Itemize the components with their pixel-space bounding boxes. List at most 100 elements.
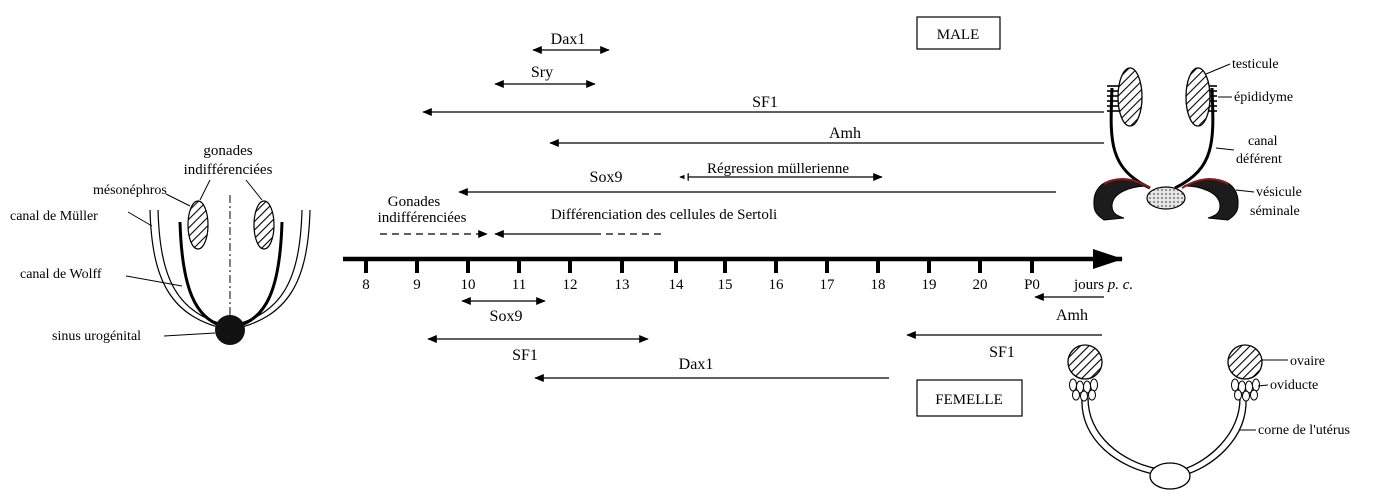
regression-label: Régression müllerienne	[707, 161, 849, 177]
sinus-label: sinus urogénital	[52, 329, 141, 344]
tick-label-12: 12	[563, 277, 578, 293]
oviducte-pointer	[1257, 384, 1269, 387]
undifferentiated-anatomy: gonades indifférenciées mésonéphros cana…	[10, 143, 311, 345]
tick-14: 14	[669, 259, 685, 293]
uterine-horn-right	[1183, 397, 1247, 476]
tick-16: 16	[769, 259, 785, 293]
female-dax1-label: Dax1	[679, 356, 714, 373]
tick-label-10: 10	[461, 277, 476, 293]
tick-label-20: 20	[973, 277, 988, 293]
muller-label: canal de Müller	[10, 209, 98, 224]
gonades-title-line2: indifférenciées	[184, 162, 273, 178]
gonades-pointer-left	[199, 179, 211, 201]
tick-label-17: 17	[820, 277, 836, 293]
tick-label-14: 14	[669, 277, 685, 293]
gonades-pointer-right	[245, 179, 263, 201]
testis-left	[1117, 67, 1143, 127]
epididyme-label: épididyme	[1234, 90, 1293, 105]
testicule-label: testicule	[1232, 57, 1279, 72]
muller-duct-left	[149, 209, 231, 331]
uterine-horn-right-inner	[1183, 397, 1241, 470]
red-duct-left	[1103, 178, 1151, 189]
vesicule-pointer	[1235, 189, 1255, 193]
seminal-vesicle-left	[1093, 178, 1149, 221]
prostate	[1146, 186, 1186, 210]
oviduct-left	[1069, 378, 1098, 402]
female-sf1-label-a: SF1	[512, 347, 538, 364]
testis-right	[1185, 67, 1211, 127]
uterine-horn-left	[1081, 397, 1159, 476]
tick-label-P0: P0	[1024, 277, 1040, 293]
tick-P0: P0	[1024, 259, 1040, 293]
gonades-title-line1: gonades	[203, 143, 252, 159]
female-section: Sox9 SF1 Dax1 Amh SF1 FEMELLE	[427, 293, 1104, 417]
canal-label-line1: canal	[1248, 134, 1278, 149]
tick-18: 18	[871, 259, 886, 293]
vesicule-label-line1: vésicule	[1256, 185, 1302, 200]
tick-label-19: 19	[922, 277, 937, 293]
tick-label-16: 16	[769, 277, 785, 293]
tick-8: 8	[362, 259, 370, 293]
male-dax1-label: Dax1	[551, 31, 586, 48]
male-sf1-label: SF1	[752, 94, 778, 111]
canal-pointer	[1215, 147, 1235, 151]
oviduct-right	[1231, 378, 1260, 402]
gonad-right	[253, 200, 275, 250]
female-sox9-label: Sox9	[490, 308, 523, 325]
tick-label-18: 18	[871, 277, 886, 293]
tick-19: 19	[922, 259, 937, 293]
urogenital-sinus	[215, 315, 245, 345]
gonades-event-line1: Gonades	[388, 194, 441, 210]
red-duct-right	[1181, 178, 1229, 189]
testicule-pointer	[1205, 63, 1231, 75]
muller-duct-right	[229, 209, 311, 331]
ovaire-label: ovaire	[1290, 354, 1325, 369]
male-section: MALE Dax1 Sry SF1 Amh Sox9 Régression mü…	[378, 16, 1104, 238]
male-box	[916, 16, 1001, 50]
tick-label-9: 9	[413, 277, 421, 293]
male-anatomy: testicule épididyme canal déférent vésic…	[1093, 57, 1302, 221]
tick-9: 9	[413, 259, 421, 293]
oviducte-label: oviducte	[1270, 378, 1318, 393]
uterus-label: corne de l'utérus	[1258, 423, 1350, 438]
wolff-pointer	[125, 275, 183, 287]
vas-deferens-right	[1174, 87, 1215, 190]
tick-13: 13	[615, 259, 630, 293]
wolff-label: canal de Wolff	[20, 267, 102, 282]
tick-12: 12	[563, 259, 578, 293]
sinus-pointer	[163, 332, 216, 337]
uterine-horn-left-inner	[1087, 397, 1159, 470]
mesonephros-label: mésonéphros	[93, 183, 167, 198]
female-box-label: FEMELLE	[935, 392, 1003, 408]
gonades-event-line2: indifférenciées	[378, 210, 467, 226]
mesonephros-pointer	[165, 193, 191, 207]
tick-10: 10	[461, 259, 476, 293]
wolff-duct-right	[237, 221, 284, 328]
female-amh-label: Amh	[1056, 307, 1088, 324]
seminal-vesicle-right	[1183, 178, 1239, 221]
male-sox9-label: Sox9	[590, 169, 623, 186]
tick-11: 11	[512, 259, 526, 293]
tick-17: 17	[820, 259, 836, 293]
male-sry-label: Sry	[531, 64, 553, 81]
female-anatomy: ovaire oviducte corne de l'utérus	[1067, 344, 1350, 490]
timeline: 8 9 10 11 12 13 14 15 16 17 18 19 20 P0 …	[343, 249, 1133, 293]
female-box	[916, 379, 1023, 417]
tick-label-13: 13	[615, 277, 630, 293]
tick-15: 15	[718, 259, 733, 293]
canal-label-line2: déférent	[1236, 152, 1282, 167]
gonad-left	[187, 200, 209, 250]
vesicule-label-line2: séminale	[1250, 204, 1300, 219]
tick-label-15: 15	[718, 277, 733, 293]
muller-pointer	[127, 211, 153, 227]
ovary-right	[1227, 344, 1263, 380]
female-sf1-label-b: SF1	[989, 344, 1015, 361]
tick-label-11: 11	[512, 277, 526, 293]
uterus-body	[1149, 462, 1191, 490]
sertoli-label: Différenciation des cellules de Sertoli	[551, 207, 777, 223]
male-box-label: MALE	[937, 27, 980, 43]
timeline-unit: jours p. c.	[1073, 277, 1133, 293]
tick-label-8: 8	[362, 277, 370, 293]
male-amh-label: Amh	[829, 125, 861, 142]
